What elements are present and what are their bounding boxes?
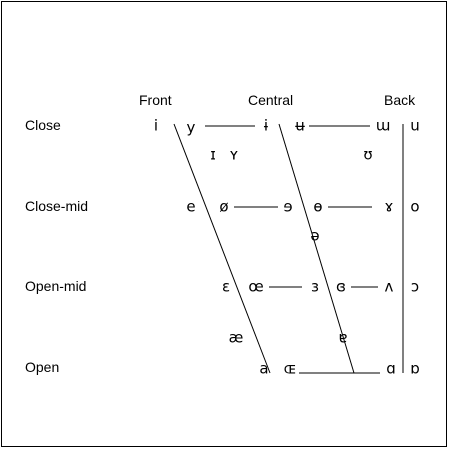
vowel-barred-u: ʉ: [295, 116, 305, 135]
vowel-upsilon: ʊ: [363, 145, 373, 164]
front-edge-line: [173, 123, 271, 374]
row-label-open: Open: [25, 359, 60, 375]
vowel-oe-ligature: œ: [248, 277, 264, 296]
row-label-close-mid: Close-mid: [25, 198, 89, 214]
vowel-reversed-epsilon: ɜ: [311, 277, 319, 296]
column-label-central: Central: [248, 92, 294, 108]
vowel-open-o: ɔ: [410, 277, 420, 296]
vowel-u: u: [410, 116, 420, 135]
vowel-e: e: [186, 197, 196, 216]
vowel-small-cap-i: ɪ: [210, 145, 216, 164]
vowel-unrounded-u: ɯ: [375, 116, 391, 135]
vowel-schwa: ə: [310, 226, 320, 245]
vowel-i: i: [153, 116, 159, 135]
vowel-reversed-e: ɘ: [283, 197, 293, 216]
vowel-small-cap-oe: ɶ: [283, 359, 297, 378]
vowel-epsilon: ɛ: [221, 277, 231, 296]
column-label-front: Front: [139, 92, 172, 108]
vowel-script-a: ɑ: [386, 359, 396, 378]
vowel-turned-a: ɐ: [338, 328, 348, 347]
vowel-rams-horns: ɤ: [384, 197, 394, 216]
vowel-turned-v: ʌ: [384, 277, 394, 296]
vowel-closed-reversed-epsilon: ɞ: [336, 277, 346, 296]
row-label-close: Close: [25, 117, 61, 133]
vowel-small-cap-y: ʏ: [229, 145, 239, 164]
column-label-back: Back: [384, 92, 416, 108]
vowel-barred-o: ɵ: [313, 197, 323, 216]
row-label-open-mid: Open-mid: [25, 278, 87, 294]
vowel-ash: æ: [228, 328, 244, 347]
vowel-turned-script-a: ɒ: [410, 359, 420, 378]
vowel-y: y: [186, 118, 196, 137]
vowel-barred-i: ɨ: [263, 116, 269, 135]
vowel-slashed-o: ø: [219, 197, 229, 216]
vowel-o: o: [410, 197, 420, 216]
vowel-a: a: [259, 359, 269, 378]
central-edge-line: [278, 123, 355, 374]
